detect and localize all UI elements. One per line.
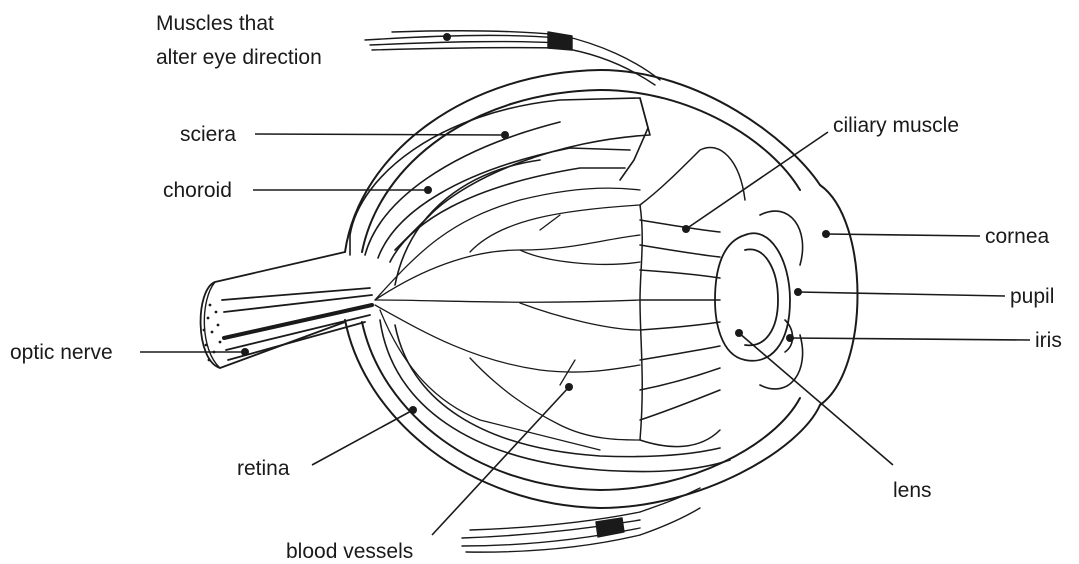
eye-muscle-top [365, 31, 660, 85]
label-pupil: pupil [1010, 285, 1054, 308]
label-muscles-line2: alter eye direction [156, 46, 322, 69]
label-cornea: cornea [985, 225, 1050, 248]
label-choroid: choroid [163, 179, 232, 202]
label-lens: lens [893, 479, 932, 502]
lens-shape [715, 233, 790, 360]
label-iris: iris [1035, 329, 1062, 352]
optic-nerve [201, 252, 372, 368]
label-blood-vessels: blood vessels [286, 540, 413, 563]
label-optic-nerve: optic nerve [10, 341, 113, 364]
label-retina: retina [237, 457, 290, 480]
retina-layer [380, 160, 730, 472]
eyeball-outline [345, 70, 858, 508]
label-muscles-line1: Muscles that [156, 12, 274, 35]
label-sclera: sciera [180, 123, 236, 146]
ciliary-body [640, 147, 745, 446]
eye-muscle-bottom [462, 488, 700, 552]
label-markers [241, 33, 830, 414]
label-ciliary-muscle: ciliary muscle [833, 114, 959, 137]
